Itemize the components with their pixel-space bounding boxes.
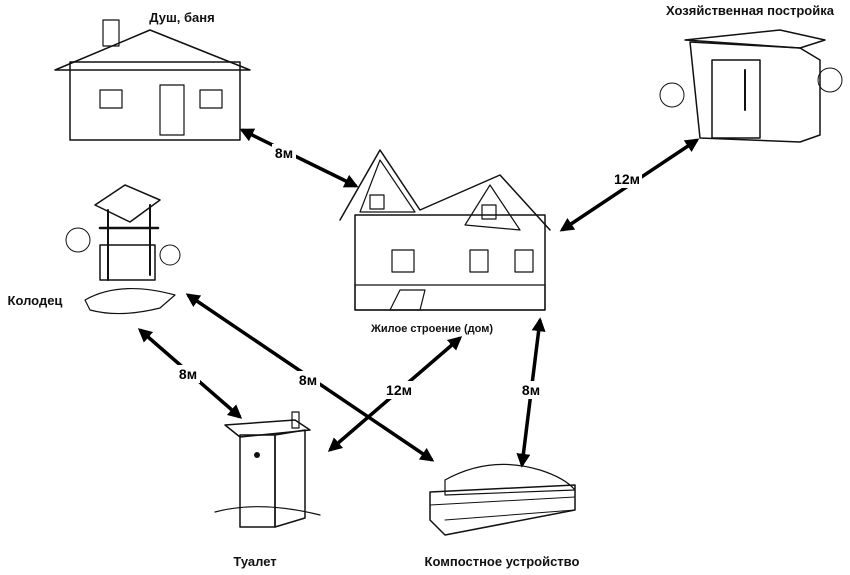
house-compost-distance-bg xyxy=(518,381,544,399)
bath-house-distance-bg xyxy=(272,144,296,162)
toilet-house-distance: 12м xyxy=(386,382,412,398)
well-illustration xyxy=(65,184,181,315)
bath-house-distance: 8м xyxy=(275,145,293,161)
house-illustration xyxy=(339,149,551,311)
house-label: Жилое строение (дом) xyxy=(370,323,493,335)
well-compost-distance-bg xyxy=(296,371,320,389)
well-compost-distance: 8м xyxy=(299,372,317,388)
toilet-house-distance-bg xyxy=(383,381,415,399)
toilet-illustration xyxy=(214,411,321,528)
shed-house-distance-bg xyxy=(612,170,642,188)
bath-label: Душ, баня xyxy=(149,10,214,25)
bath-house-arrow xyxy=(239,128,359,188)
shed-label: Хозяйственная постройка xyxy=(666,3,835,18)
shed-illustration xyxy=(659,29,843,143)
bath-illustration xyxy=(54,19,251,141)
well-toilet-distance: 8м xyxy=(179,366,197,382)
house-compost-distance: 8м xyxy=(522,382,540,398)
compost-illustration xyxy=(429,463,576,536)
compost-label: Компостное устройство xyxy=(425,554,580,569)
toilet-label: Туалет xyxy=(233,554,276,569)
well-label: Колодец xyxy=(8,293,63,308)
shed-house-distance: 12м xyxy=(614,171,640,187)
well-toilet-distance-bg xyxy=(176,365,200,383)
